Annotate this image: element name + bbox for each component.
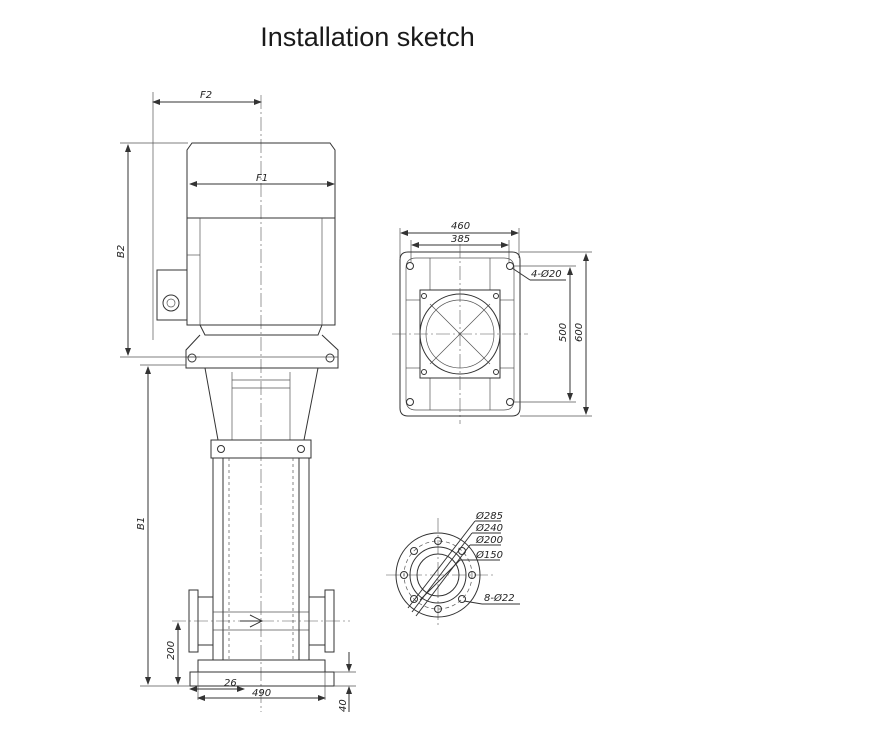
side-view: F2 F1 B2 <box>116 90 356 712</box>
dim-600: 600 <box>574 323 585 342</box>
dim-26: 26 <box>224 678 237 689</box>
dim-4-holes: 4-Ø20 <box>531 268 562 280</box>
dim-500: 500 <box>558 323 569 342</box>
dim-f1: F1 <box>256 173 268 184</box>
top-view: 460 385 4-Ø20 <box>392 221 592 424</box>
dim-f2: F2 <box>200 90 212 101</box>
dim-d240: Ø240 <box>475 522 503 534</box>
dim-200: 200 <box>166 641 177 660</box>
dim-40: 40 <box>338 699 349 712</box>
dim-b1: B1 <box>136 517 147 530</box>
dim-385: 385 <box>451 234 470 245</box>
dim-490: 490 <box>252 688 271 699</box>
dim-d285: Ø285 <box>475 510 503 522</box>
page-title: Installation sketch <box>260 22 475 52</box>
dim-8-holes: 8-Ø22 <box>484 592 515 604</box>
dim-460: 460 <box>451 221 470 232</box>
dim-d200: Ø200 <box>475 534 503 546</box>
dim-d150: Ø150 <box>475 549 503 561</box>
flange-view: Ø285 Ø240 Ø200 Ø150 8-Ø22 <box>386 510 520 628</box>
dim-b2: B2 <box>116 245 127 258</box>
